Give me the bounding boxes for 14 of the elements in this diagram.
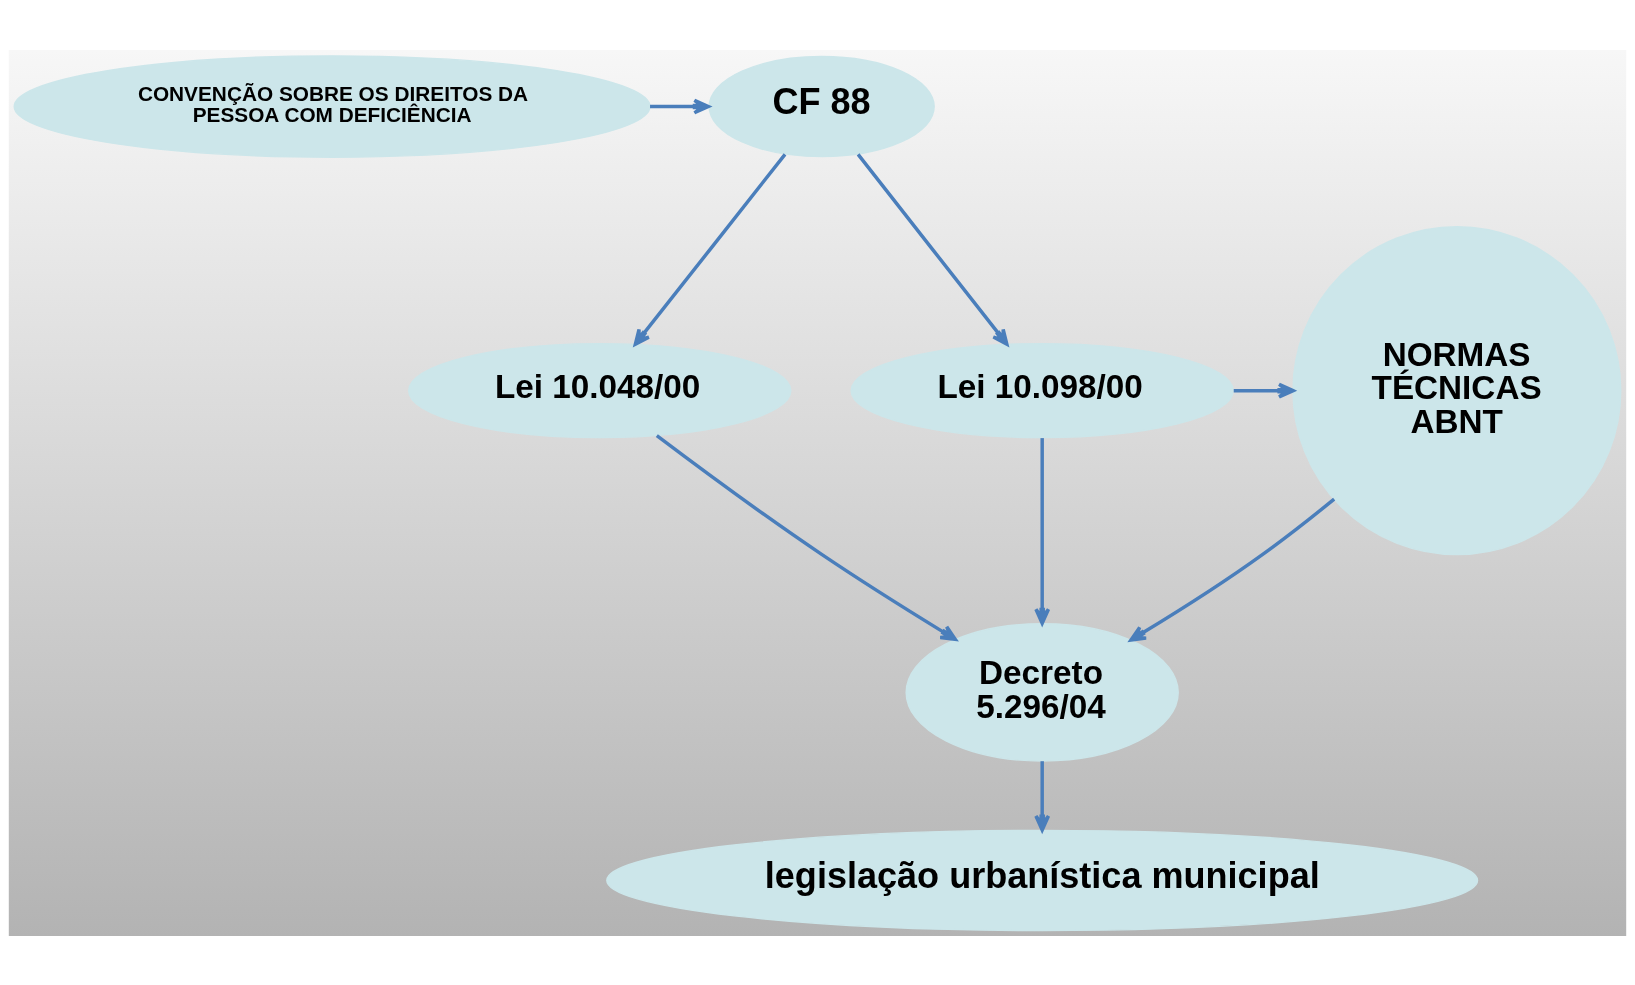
arrow — [655, 433, 958, 641]
node-ellipse: legislação urbanística municipal — [606, 829, 1479, 931]
arrow — [650, 98, 711, 115]
arrow — [1034, 437, 1051, 625]
node-ellipse: Lei 10.098/00 — [850, 342, 1234, 438]
node-ellipse: CF 88 — [708, 55, 935, 157]
arrow — [856, 152, 1009, 346]
arrow — [1129, 497, 1336, 642]
node-circle: NORMAS TÉCNICAS ABNT — [1292, 225, 1622, 555]
arrow — [633, 152, 787, 346]
arrow — [1034, 760, 1051, 832]
node-ellipse: CONVENÇÃO SOBRE OS DIREITOS DA PESSOA COM DEFICIÊNCIA — [13, 54, 651, 158]
arrow — [1233, 382, 1295, 399]
node-ellipse: Lei 10.048/00 — [408, 342, 792, 438]
